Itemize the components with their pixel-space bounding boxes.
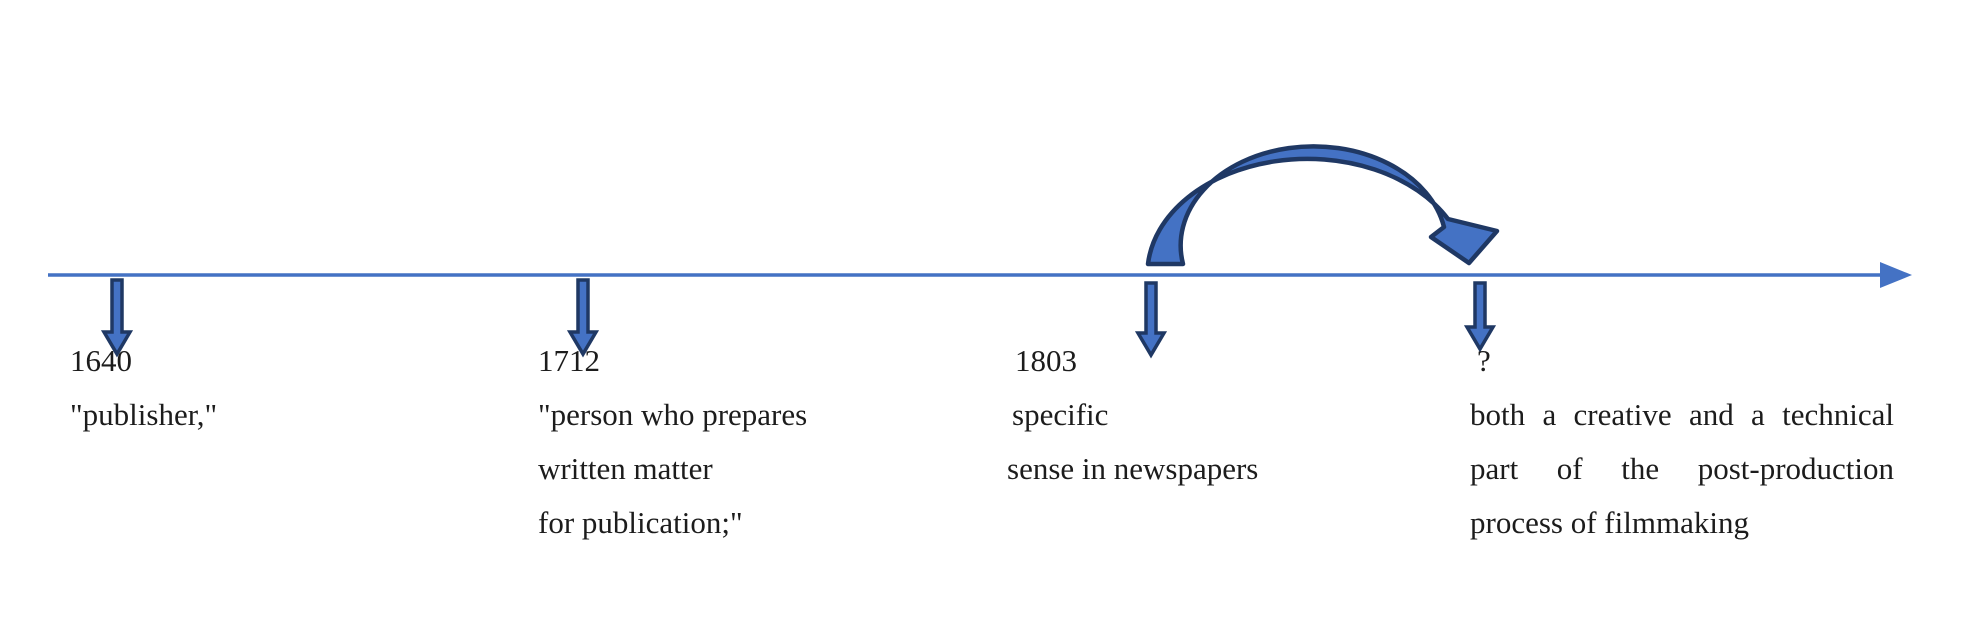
event-description-line: "publisher," — [70, 397, 218, 432]
event-description-line: for publication;" — [538, 505, 743, 540]
event-description-line: process of filmmaking — [1470, 505, 1749, 540]
down-arrow-icon-1712 — [566, 278, 600, 358]
down-arrow-icon-1803 — [1134, 281, 1168, 359]
down-arrow-icon-question — [1463, 281, 1497, 353]
event-question: ? both a creative and a technical part o… — [1470, 334, 1894, 550]
event-description-line: specific — [1012, 397, 1109, 432]
down-arrow-icon-1640 — [100, 278, 134, 358]
event-description-line: sense in newspapers — [1007, 451, 1259, 486]
event-1803: 1803 specific sense in newspapers — [1007, 334, 1258, 496]
event-year: 1640 — [70, 343, 132, 378]
event-year: 1803 — [1015, 343, 1077, 378]
event-1640: 1640 "publisher," — [70, 334, 217, 442]
timeline-axis-arrowhead-icon — [1880, 262, 1912, 288]
event-year: ? — [1477, 343, 1491, 378]
event-description-line: "person who prepares — [538, 397, 808, 432]
event-year: 1712 — [538, 343, 600, 378]
event-description-line: both a creative and a technical — [1470, 397, 1894, 432]
event-1712: 1712 "person who prepares written matter… — [538, 334, 807, 550]
curved-arrow-icon — [1145, 144, 1500, 267]
event-description-line: part of the post-production — [1470, 451, 1894, 486]
event-description-line: written matter — [538, 451, 713, 486]
